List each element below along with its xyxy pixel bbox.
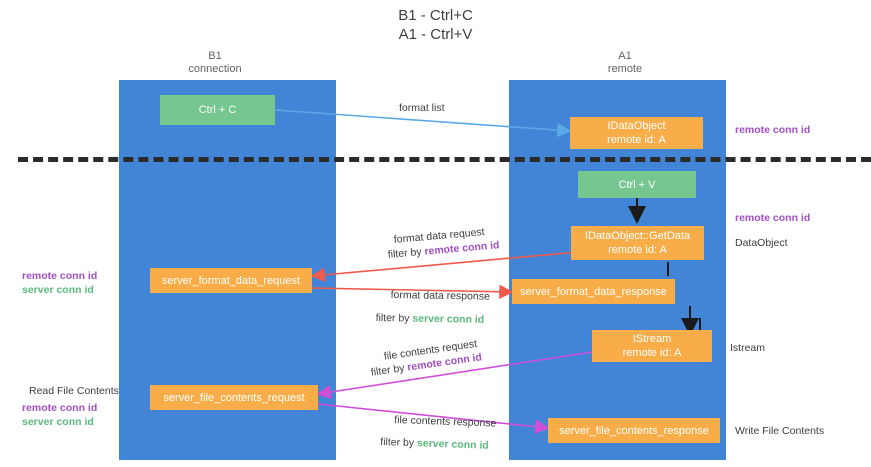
annotation-write-file-contents: Write File Contents [735,425,825,437]
lane-header-b1: B1 connection [188,50,242,75]
node-server-format-data-request[interactable]: server_format_data_request [150,268,312,293]
filter-by-prefix: filter by [387,245,425,261]
annotation-remote-conn-id-top: remote conn id [735,124,811,136]
node-server-file-contents-request[interactable]: server_file_contents_request [150,385,318,410]
node-idataobject-getdata[interactable]: IDataObject::GetData remote id: A [571,226,704,260]
annotation-remote-conn-id-mid: remote conn id [735,212,811,224]
annotation-dataobject: DataObject [735,237,788,249]
section-divider [18,157,871,162]
node-server-file-contents-response[interactable]: server_file_contents_response [548,418,720,443]
annotation-left-server-conn-id-2: server conn id [22,416,94,428]
edge-label-format-list: format list [399,102,445,114]
page-title: B1 - Ctrl+C A1 - Ctrl+V [398,7,473,43]
filter-key-server-conn-id-2: server conn id [416,437,489,452]
filter-key-remote-conn-id-2: remote conn id [406,351,483,374]
edge-label-file-contents-response-filter: filter by server conn id [380,421,489,453]
node-idataobject[interactable]: IDataObject remote id: A [570,117,703,149]
filter-by-prefix-4: filter by [380,435,418,450]
filter-key-remote-conn-id: remote conn id [423,239,500,258]
annotation-istream: Istream [730,342,766,354]
annotation-left-remote-conn-id-2: remote conn id [22,402,98,414]
node-istream[interactable]: IStream remote id: A [592,330,712,362]
edge-label-format-data-response-filter: filter by server conn id [376,297,485,327]
filter-by-prefix-3: filter by [370,361,409,379]
annotation-left-server-conn-id: server conn id [22,284,94,296]
node-ctrl-c[interactable]: Ctrl + C [160,95,275,125]
annotation-left-remote-conn-id: remote conn id [22,270,98,282]
filter-by-prefix-2: filter by [375,311,413,325]
annotation-read-file-contents: Read File Contents [29,385,119,397]
node-server-format-data-response[interactable]: server_format_data_response [512,279,675,304]
node-ctrl-v[interactable]: Ctrl + V [578,171,696,198]
lane-header-a1: A1 remote [607,50,643,75]
